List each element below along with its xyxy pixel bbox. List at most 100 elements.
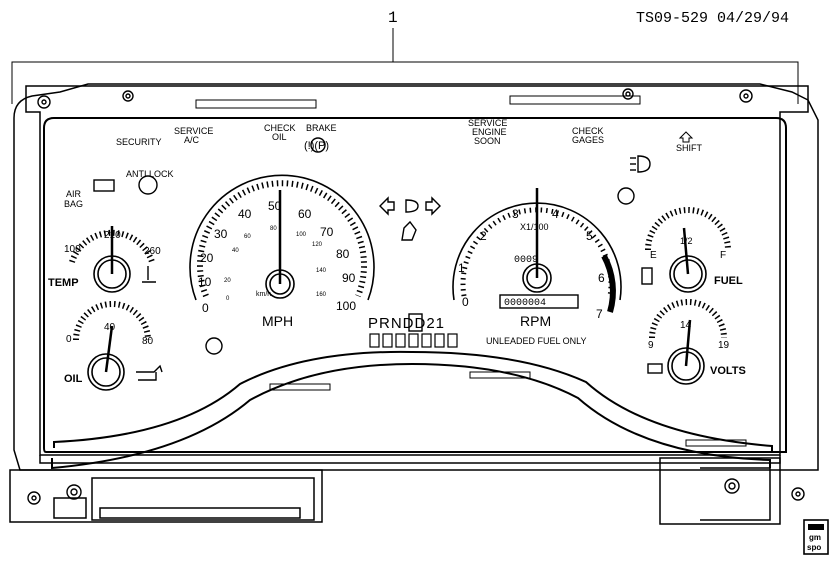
- brake-warning-icon: [310, 137, 326, 153]
- oil-tick-low: 0: [66, 334, 72, 345]
- lens-outline: [43, 117, 787, 470]
- callout-number: 1: [388, 9, 398, 27]
- drawing-code: TS09-529 04/29/94: [636, 10, 789, 27]
- kmh-tick-100: 100: [296, 232, 307, 238]
- speed-tick-90: 90: [342, 271, 356, 285]
- odometer-window: [499, 294, 579, 309]
- kmh-tick-60: 60: [244, 234, 251, 240]
- fuel-gauge: E 1/2 F FUEL: [645, 207, 743, 293]
- odometer-digits: 0000004: [504, 298, 546, 309]
- speed-tick-50: 50: [268, 199, 282, 213]
- indicator-labels: SECURITY SERVICE A/C CHECK OIL BRAKE (!)…: [64, 118, 703, 209]
- kmh-label: km/h: [256, 291, 271, 298]
- seatbelt-icon: [401, 220, 417, 241]
- temp-label: TEMP: [48, 277, 79, 289]
- turn-left-arrow-icon: [379, 196, 395, 216]
- volts-label: VOLTS: [710, 365, 746, 377]
- temp-gauge: 100 210 260 TEMP: [48, 226, 161, 293]
- oil-label: OIL: [64, 373, 83, 385]
- rpm-tick-3: 3: [512, 207, 519, 221]
- battery-icon: [93, 179, 115, 192]
- temp-tick-high: 260: [144, 246, 161, 257]
- mph-label: MPH: [262, 313, 293, 329]
- kmh-tick-120: 120: [312, 242, 323, 248]
- check-oil-label-2: OIL: [272, 132, 287, 142]
- brake-label: BRAKE: [306, 123, 337, 133]
- tachometer: 0 1 2 3 4 5 6 7 X1/100 0009 0000004 RPM: [452, 188, 622, 329]
- rpm-tick-5: 5: [586, 229, 593, 243]
- check-gages-label-2: GAGES: [572, 135, 604, 145]
- unleaded-fuel-notice: UNLEADED FUEL ONLY: [486, 336, 587, 346]
- rpm-tick-4: 4: [552, 207, 559, 221]
- speed-tick-80: 80: [336, 247, 350, 261]
- cluster-housing: [9, 83, 819, 525]
- speed-tick-0: 0: [202, 301, 209, 315]
- oil-can-icon: [136, 364, 163, 381]
- rpm-tick-2: 2: [480, 229, 487, 243]
- shift-label: SHIFT: [676, 143, 703, 153]
- kmh-tick-140: 140: [316, 268, 327, 274]
- air-bag-label-2: BAG: [64, 199, 83, 209]
- rpm-label: RPM: [520, 313, 551, 329]
- rpm-multiplier: X1/100: [520, 222, 549, 232]
- kmh-tick-160: 160: [316, 292, 327, 298]
- anti-lock-icon: [138, 175, 158, 195]
- service-ac-label-2: A/C: [184, 135, 200, 145]
- high-beam-icon: [405, 199, 419, 213]
- fuel-label: FUEL: [714, 275, 743, 287]
- speed-tick-70: 70: [320, 225, 334, 239]
- gear-letters: PRNDD21: [368, 315, 445, 332]
- logo-text-spo: spo: [807, 543, 821, 552]
- mounting-screws: [27, 88, 805, 505]
- volts-gauge: 9 14 19 VOLTS: [648, 299, 746, 385]
- brake-symbol: (!)(P): [304, 140, 329, 152]
- security-label: SECURITY: [116, 137, 162, 147]
- rpm-tick-1: 1: [458, 261, 465, 275]
- callout-bracket: [11, 61, 799, 104]
- speed-tick-10: 10: [198, 275, 212, 289]
- speedometer: 0 10 20 30 40 50 60 70 80 90 100 0 20 40…: [189, 174, 375, 329]
- oil-tick-high: 80: [142, 336, 154, 347]
- check-oil-label-1: CHECK: [264, 123, 296, 133]
- speed-tick-60: 60: [298, 207, 312, 221]
- speed-tick-100: 100: [336, 299, 356, 313]
- check-gages-label-1: CHECK: [572, 126, 604, 136]
- kmh-tick-40: 40: [232, 248, 239, 254]
- kmh-tick-20: 20: [224, 278, 231, 284]
- oil-pressure-gauge: 0 40 80 OIL: [64, 301, 154, 391]
- headlamp-icon: [630, 155, 651, 173]
- trip-odometer: 0009: [514, 255, 538, 266]
- kmh-tick-80: 80: [270, 226, 277, 232]
- shift-arrow-icon: [678, 131, 694, 143]
- fuel-tick-half: 1/2: [680, 236, 693, 246]
- rpm-tick-7: 7: [596, 307, 603, 321]
- fuel-tick-empty: E: [650, 250, 657, 261]
- temp-tick-mid: 210: [104, 230, 121, 241]
- coolant-temp-icon: [142, 266, 156, 283]
- gear-indicator: PRNDD21: [368, 313, 458, 348]
- oil-tick-mid: 40: [104, 322, 116, 333]
- rpm-tick-0: 0: [462, 295, 469, 309]
- rpm-tick-6: 6: [598, 271, 605, 285]
- air-bag-label-1: AIR: [66, 189, 82, 199]
- gm-spo-logo: gm spo: [803, 519, 829, 555]
- speed-tick-40: 40: [238, 207, 252, 221]
- volts-tick-mid: 14: [680, 320, 692, 331]
- logo-text-gm: gm: [809, 533, 821, 542]
- speed-tick-30: 30: [214, 227, 228, 241]
- service-engine-label-3: SOON: [474, 136, 501, 146]
- gear-indicator-windows: [369, 333, 458, 348]
- trim-strips: [195, 95, 747, 447]
- battery-volts-icon: [647, 363, 663, 374]
- kmh-tick-0: 0: [226, 296, 230, 302]
- temp-tick-low: 100: [64, 244, 81, 255]
- volts-tick-low: 9: [648, 340, 654, 351]
- service-engine-label-1: SERVICE: [468, 118, 507, 128]
- indicator-icons: [93, 137, 663, 381]
- turn-right-arrow-icon: [425, 196, 441, 216]
- service-engine-label-2: ENGINE: [472, 127, 507, 137]
- anti-lock-label: ANTI LOCK: [126, 169, 174, 179]
- service-ac-label-1: SERVICE: [174, 126, 213, 136]
- gear-selected-box: [408, 313, 423, 332]
